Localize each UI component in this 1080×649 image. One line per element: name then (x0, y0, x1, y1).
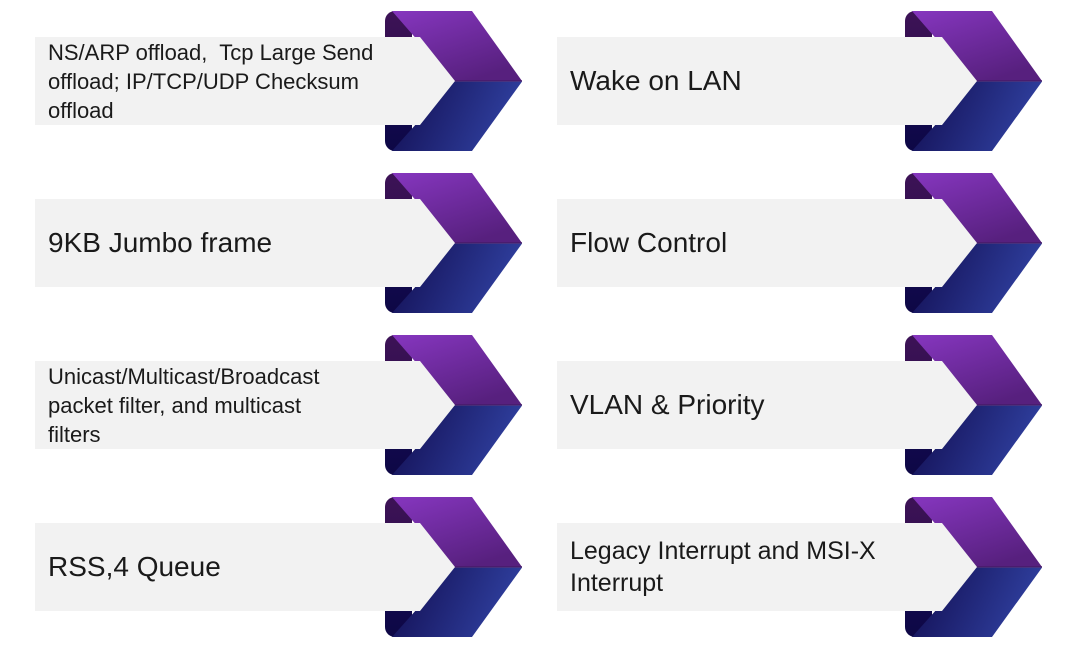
feature-label: Flow Control (570, 227, 728, 258)
feature-label: Wake on LAN (570, 65, 742, 96)
feature-label: Unicast/Multicast/Broadcast packet filte… (48, 363, 320, 447)
feature-item-jumbo-frame: 9KB Jumbo frame (35, 172, 523, 314)
feature-label-bar: RSS,4 Queue (35, 523, 455, 611)
feature-label: RSS,4 Queue (48, 551, 221, 582)
feature-label: NS/ARP offload, Tcp Large Send offload; … (48, 39, 374, 123)
feature-label-bar: NS/ARP offload, Tcp Large Send offload; … (35, 37, 455, 125)
feature-label-bar: Legacy Interrupt and MSI-X Interrupt (557, 523, 977, 611)
feature-item-packet-filters: Unicast/Multicast/Broadcast packet filte… (35, 334, 523, 476)
feature-label-bar: 9KB Jumbo frame (35, 199, 455, 287)
feature-label-bar: VLAN & Priority (557, 361, 977, 449)
feature-label-bar: Unicast/Multicast/Broadcast packet filte… (35, 361, 455, 449)
feature-item-rss-queue: RSS,4 Queue (35, 496, 523, 638)
feature-label-bar: Wake on LAN (557, 37, 977, 125)
feature-item-interrupts: Legacy Interrupt and MSI-X Interrupt (557, 496, 1043, 638)
feature-label-bar: Flow Control (557, 199, 977, 287)
feature-label: Legacy Interrupt and MSI-X Interrupt (570, 537, 876, 597)
feature-item-offloads: NS/ARP offload, Tcp Large Send offload; … (35, 10, 523, 152)
feature-label: VLAN & Priority (570, 389, 765, 420)
feature-item-flow-control: Flow Control (557, 172, 1043, 314)
feature-item-wake-on-lan: Wake on LAN (557, 10, 1043, 152)
feature-label: 9KB Jumbo frame (48, 227, 273, 258)
feature-item-vlan-priority: VLAN & Priority (557, 334, 1043, 476)
